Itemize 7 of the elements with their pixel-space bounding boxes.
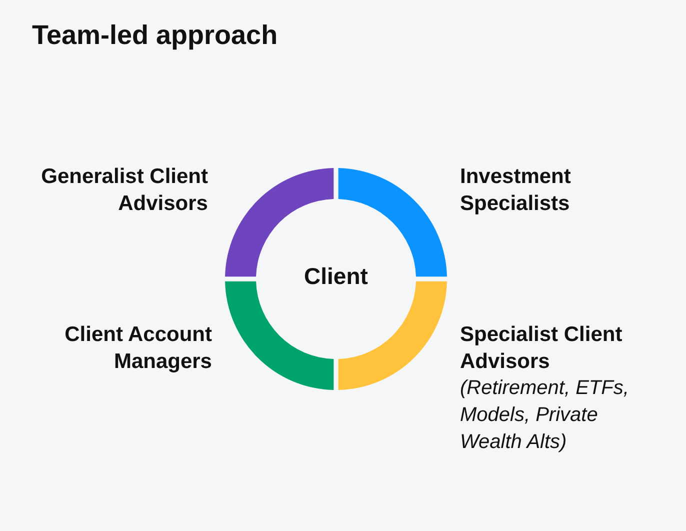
segment-label: Client Account Managers: [64, 322, 212, 375]
segment-label: Specialist Client Advisors: [460, 322, 624, 375]
segment-label: Generalist Client Advisors: [40, 164, 208, 217]
segment-label: Investment Specialists: [460, 164, 572, 217]
center-label: Client: [286, 263, 386, 290]
segment-note: (Retirement, ETFs, Models, Private Wealth Alts): [460, 376, 630, 455]
title: Team-led approach: [32, 20, 278, 51]
